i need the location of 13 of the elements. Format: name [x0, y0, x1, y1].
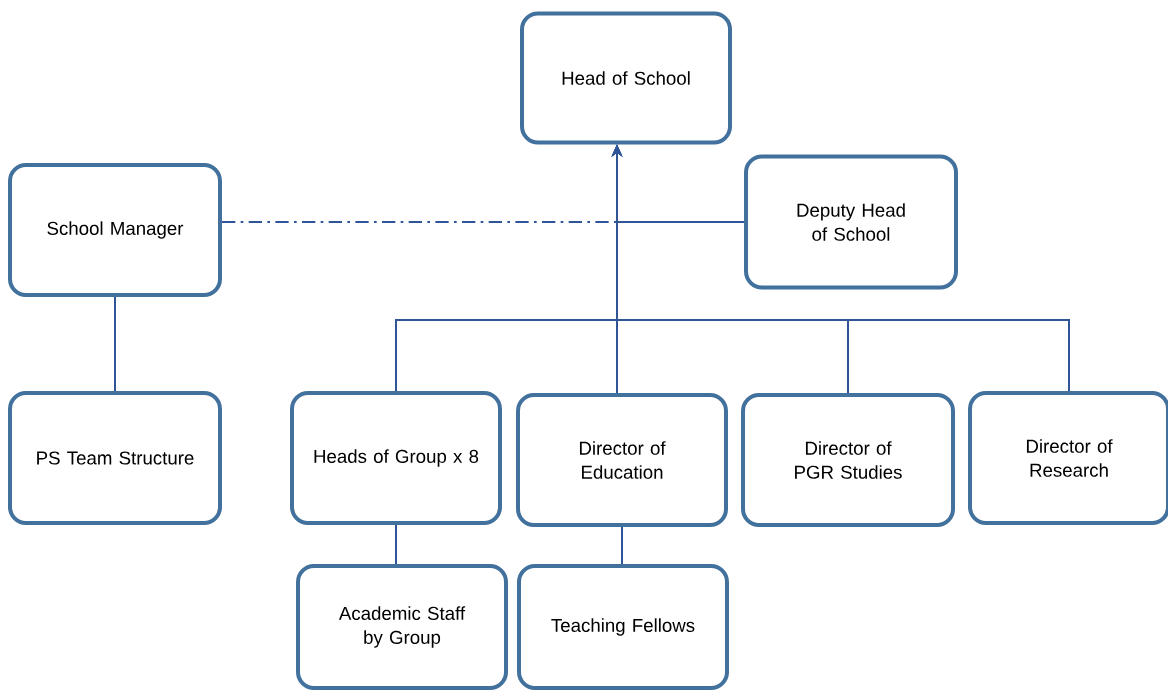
- org-box: Academic Staff by Group: [296, 564, 508, 690]
- connector-line: [395, 524, 397, 565]
- org-box: Director of PGR Studies: [741, 393, 955, 527]
- connector-line: [114, 296, 116, 392]
- org-box: PS Team Structure: [8, 391, 222, 525]
- connector-line: [621, 526, 623, 565]
- org-box: Director of Education: [516, 393, 728, 527]
- org-box: Director of Research: [968, 391, 1168, 525]
- org-box: Head of School: [520, 11, 732, 145]
- org-box: Deputy Head of School: [744, 154, 958, 290]
- org-box: Teaching Fellows: [517, 564, 729, 690]
- org-box: School Manager: [8, 163, 222, 297]
- org-box: Heads of Group x 8: [290, 391, 502, 525]
